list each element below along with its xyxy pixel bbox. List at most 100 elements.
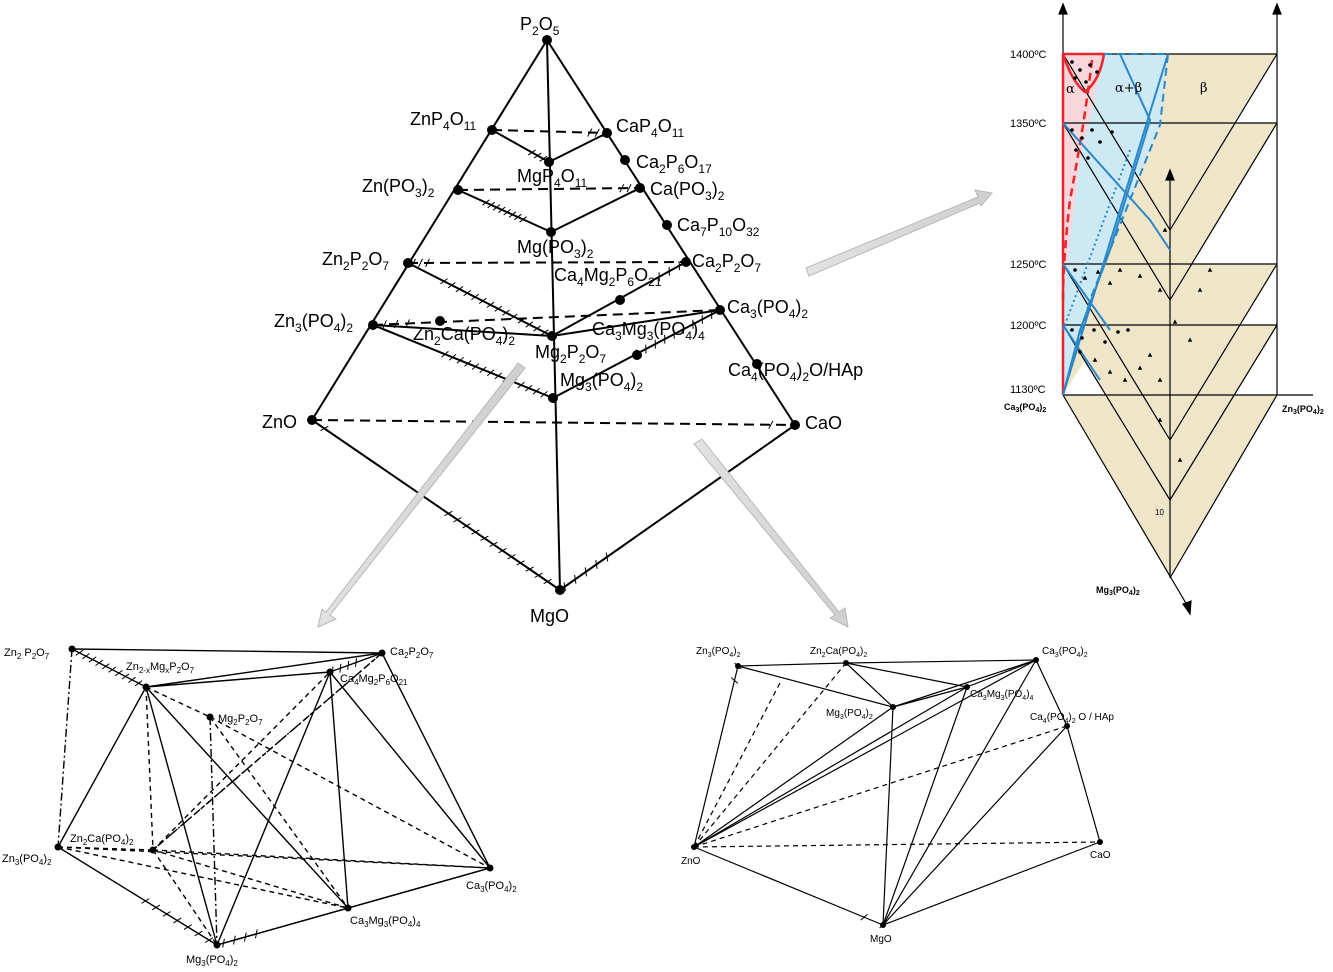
alpha-boundary [1061,52,1106,395]
phase-point [1157,417,1163,422]
hatch-mark [525,566,534,572]
hatch-mark [486,301,495,308]
hatch-mark [441,350,449,358]
rs-ca3mg3-po4: Ca3Mg3(PO4)4 [970,689,1034,702]
hatch-mark [479,366,487,373]
ls-ca3-po4: Ca3(PO4)2 [466,880,517,894]
hatch-mark [492,204,501,211]
hatch-mark [595,559,598,569]
hatch-mark [411,258,416,268]
hatch-mark [513,213,522,221]
hatch-mark [532,387,541,395]
phase-point [1092,328,1096,332]
hatch-mark [503,209,511,216]
hatch-mark [444,510,453,517]
temperature-labels: 1400ºC 1350ºC 1250ºC 1200ºC 1130ºC [1010,49,1046,396]
phase-point [1078,350,1082,354]
alpha-beta-boundaries [1062,53,1171,396]
node-mgp4o11 [544,157,554,167]
phase-point [1110,130,1114,134]
hatch-mark [471,293,479,301]
node-cao [790,420,800,430]
node-zn2p2o7 [403,258,413,268]
phase-point [1116,330,1120,334]
phase-point [1098,140,1102,144]
rs-cao: CaO [1090,850,1111,861]
node-ca-po3 [635,183,645,193]
label-ca4-po4-o: Ca4(PO4)2O/HAp [728,360,863,384]
tie-po3 [457,187,641,191]
phase-beta-label: β [1200,81,1208,96]
edge-zno-cao [311,419,796,426]
hatch-mark [525,384,533,392]
hatch-mark [486,369,495,377]
hatch-mark [464,360,472,367]
ls-ca4mg2p6o21: Ca4Mg2P6O21 [340,673,408,687]
phase-point [1095,269,1101,274]
phase-point [1073,76,1077,80]
hatch-mark [563,582,566,592]
hatch-mark [508,211,517,218]
tie-znpo4-mgpo4 [372,324,554,399]
node-p2o5 [542,35,552,45]
phase-alpha-beta-label: α+β [1115,81,1142,96]
hatch-mark [418,258,423,268]
hatch-mark [498,206,506,213]
label-mg2p2o7: Mg2P2O7 [535,342,606,366]
hatch-mark [487,201,496,209]
node-mg2p2o7 [547,331,557,341]
ls-zn2xmgx: Zn2-xMgxP2O7 [126,661,195,675]
rs-zn2ca-po4: Zn2Ca(PO4)2 [810,646,867,659]
temp-1400: 1400ºC [1010,49,1046,61]
node-ca3mg3-po4 [632,350,642,360]
hatch-mark [482,199,490,206]
hatch-mark [533,152,542,159]
phase-point [1078,68,1082,72]
ls-zn3-po4: Zn3(PO4)2 [2,853,52,867]
hatch-mark [471,363,480,370]
hatch-mark [405,319,410,328]
temp-1130: 1130ºC [1010,384,1046,396]
label-ca7p10o32: Ca7P10O32 [677,215,760,239]
ls-ca3mg3-po4: Ca3Mg3(PO4)4 [350,915,421,929]
hatch-mark [455,285,464,293]
phase-point [1070,60,1074,64]
hatch-mark [587,128,593,137]
phase-point [1157,377,1163,382]
ls-ca2p2o7: Ca2P2O7 [390,646,434,660]
hatch-mark [498,547,507,554]
phase-point [1092,357,1098,362]
temp-1200: 1200ºC [1010,320,1046,332]
label-ca-po3: Ca(PO3)2 [650,179,725,203]
label-mg-po3: Mg(PO3)2 [517,237,594,261]
phase-point [1126,328,1130,332]
hatch-mark [539,155,548,162]
ls-mg3-po4: Mg3(PO4)2 [186,954,238,968]
edge-zno-mgo [311,419,561,591]
label-cao: CaO [805,413,842,433]
phase-point [1122,377,1128,382]
hatch-mark [517,381,525,389]
right-subdiagram-labels: Zn3(PO4)2 Zn2Ca(PO4)2 Ca3(PO4)2 Ca3Mg3(P… [681,646,1114,945]
phase-point [1080,336,1084,340]
node-ca2p6o17 [620,155,630,165]
phase-data-points [1070,60,1213,462]
hatch-mark [463,289,472,297]
hatch-mark [540,391,548,398]
phase-point [1070,128,1074,132]
node-ca4mg2p6o21 [615,295,625,305]
label-zn3-po4: Zn3(PO4)2 [274,311,353,335]
phase-point [1147,352,1153,357]
node-znp4o11 [487,125,497,135]
phase-point [1107,369,1113,374]
phase-point [1137,365,1143,370]
tie-znpo4-mgp2o7 [372,324,553,337]
label-znp4o11: ZnP4O11 [410,109,477,133]
hatch-mark [494,372,503,380]
label-cap4o11: CaP4O11 [616,116,685,140]
label-mg3-po4: Mg3(PO4)2 [560,370,643,394]
tie-mgp2o7-capo4 [551,309,721,337]
hatch-mark [605,552,609,562]
node-mgo [555,585,565,595]
